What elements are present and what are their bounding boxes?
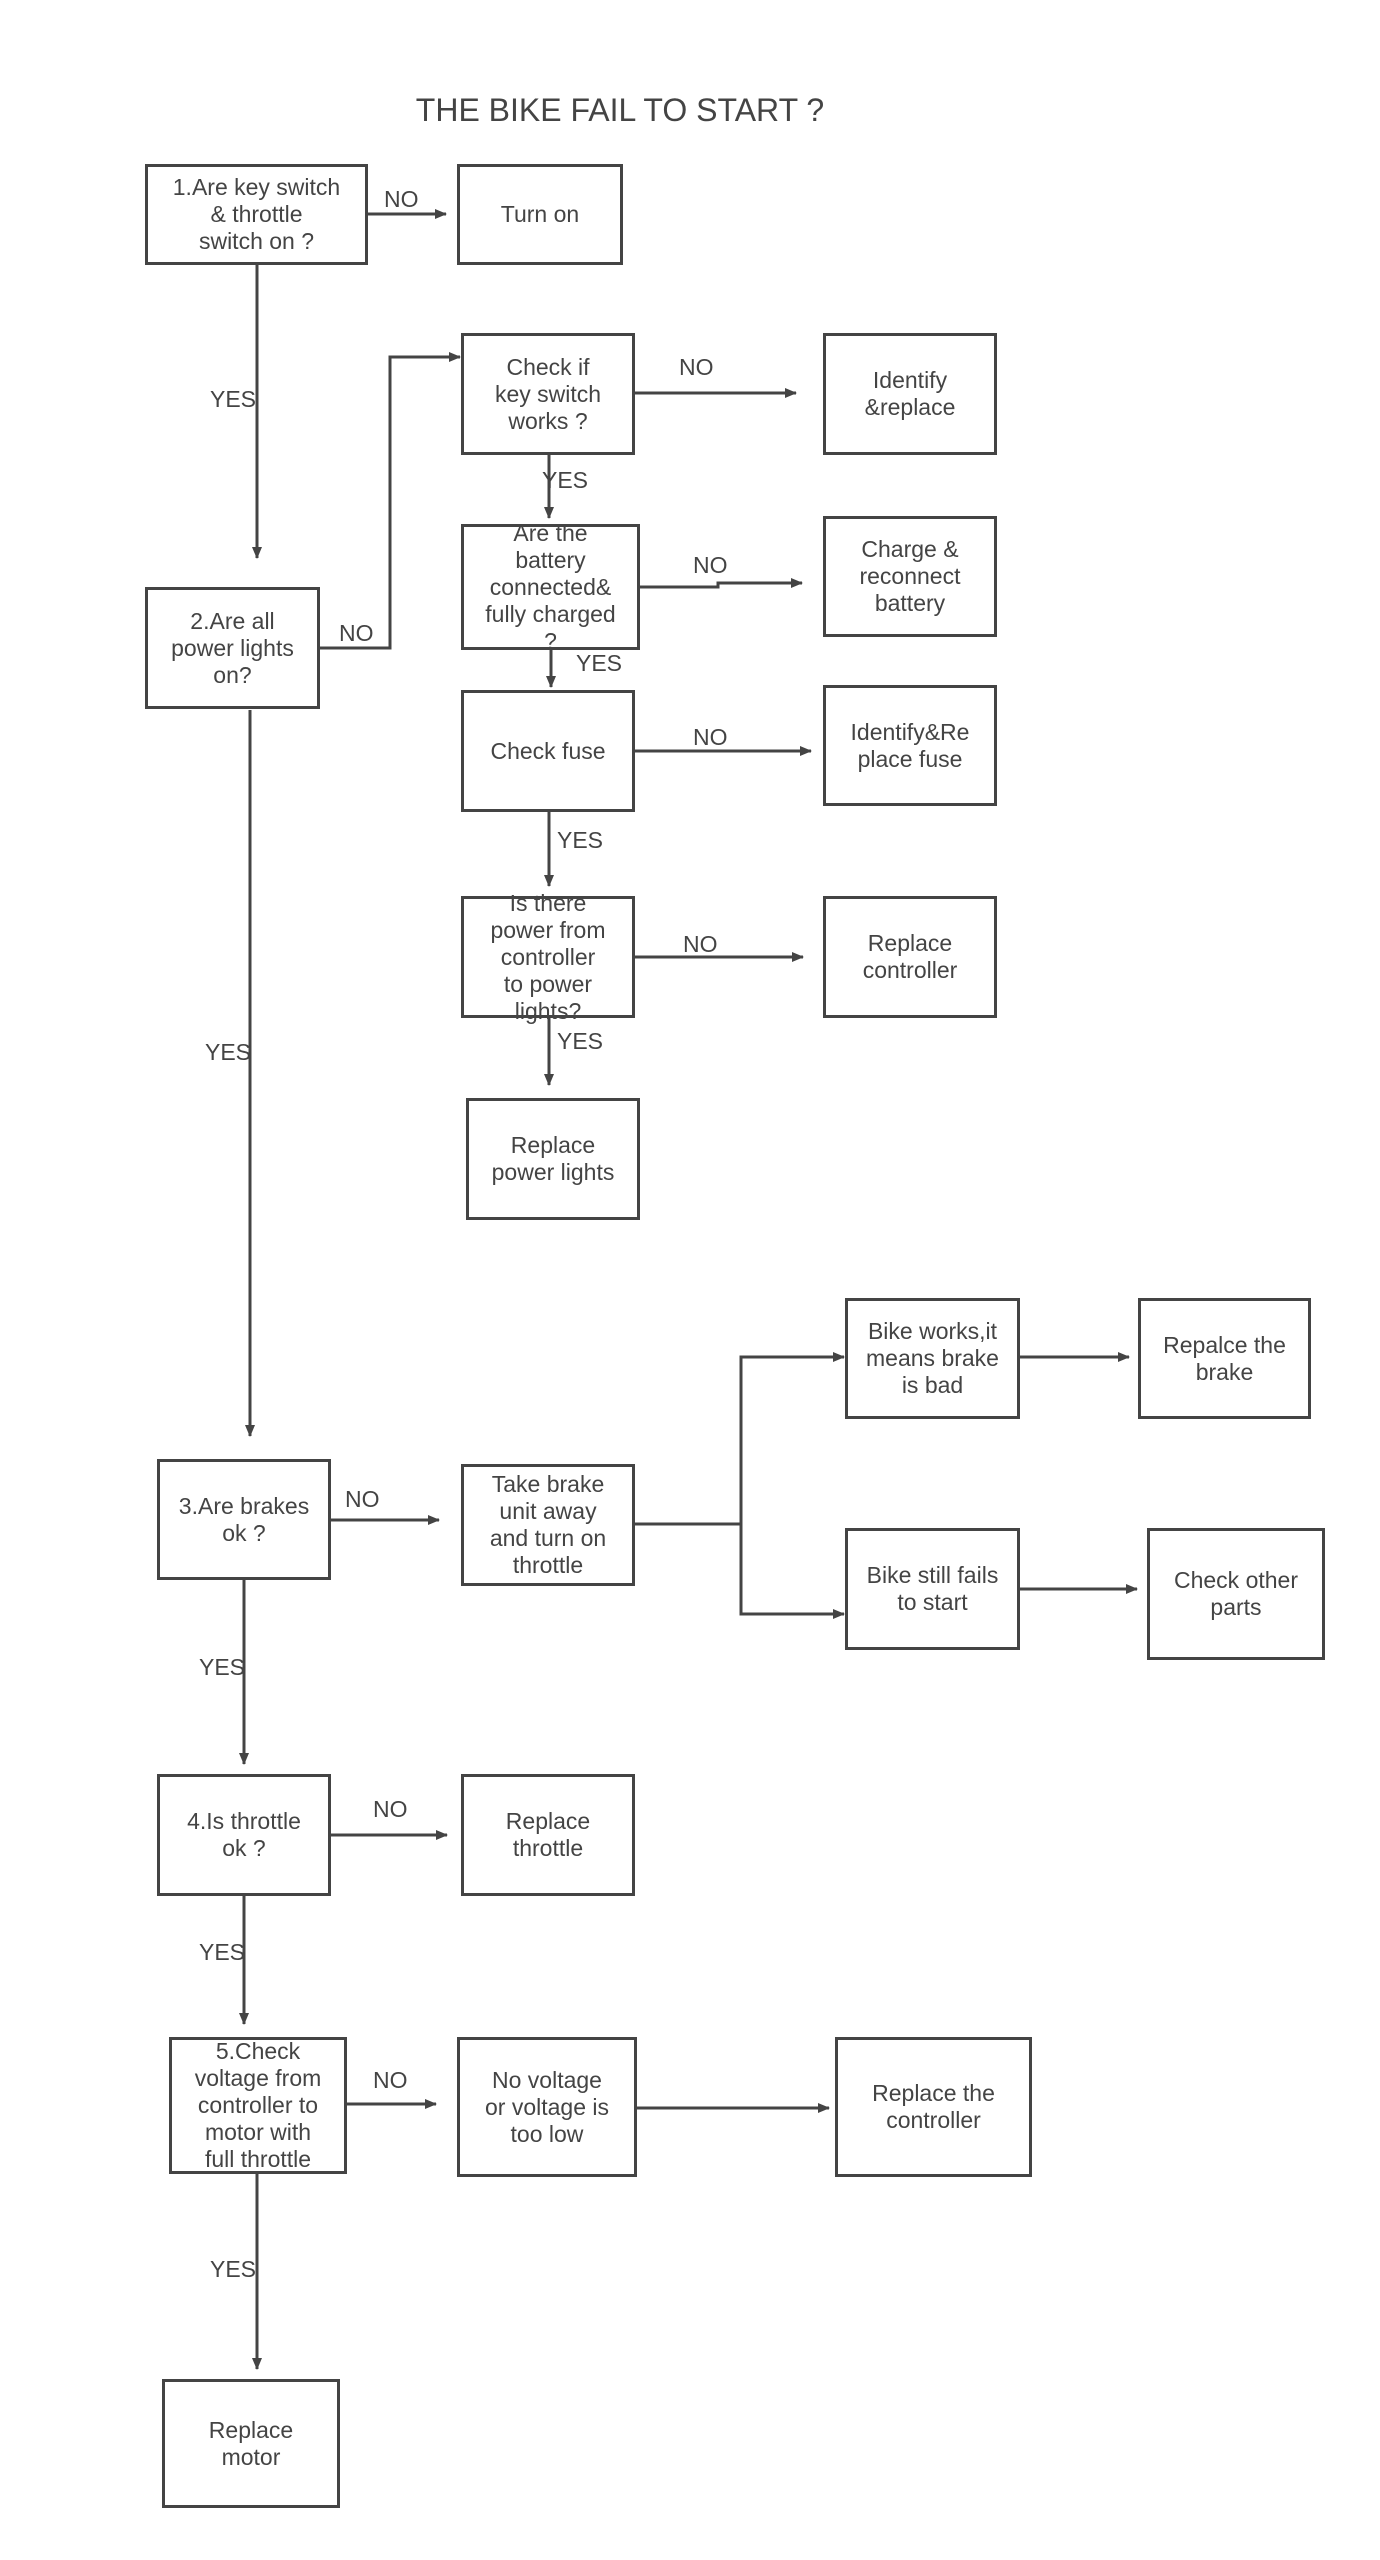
- node-replace-brake: Repalce the brake: [1138, 1298, 1311, 1419]
- node-take-brake-away: Take brake unit away and turn on throttl…: [461, 1464, 635, 1586]
- node-replace-controller-1: Replace controller: [823, 896, 997, 1018]
- node-q3-brakes: 3.Are brakes ok ?: [157, 1459, 331, 1580]
- label-powerctrl-yes: YES: [557, 1028, 604, 1054]
- node-identify-replace: Identify &replace: [823, 333, 997, 455]
- label-q3-yes: YES: [199, 1654, 246, 1680]
- label-q4-yes: YES: [199, 1939, 246, 1965]
- node-check-other-parts: Check other parts: [1147, 1528, 1325, 1660]
- edge-brake-split-up: [635, 1352, 845, 1526]
- label-q5-yes: YES: [210, 2256, 257, 2282]
- node-replace-motor: Replace motor: [162, 2379, 340, 2508]
- label-q3-no: NO: [345, 1486, 380, 1512]
- node-battery-charged: Are the battery connected& fully charged…: [461, 520, 640, 654]
- edge-battery-no: [640, 578, 803, 589]
- label-q2-no: NO: [339, 620, 374, 646]
- node-replace-fuse: Identify&Re place fuse: [823, 685, 997, 806]
- node-bike-works: Bike works,it means brake is bad: [845, 1298, 1020, 1419]
- label-q1-yes: YES: [210, 386, 257, 412]
- node-power-from-controller: Is there power from controller to power …: [461, 890, 635, 1024]
- node-q1-key-throttle-on: 1.Are key switch & throttle switch on ?: [145, 164, 368, 265]
- label-q1-no: NO: [384, 186, 419, 212]
- label-checkkey-no: NO: [679, 354, 714, 380]
- node-check-fuse: Check fuse: [461, 690, 635, 812]
- node-q2-power-lights: 2.Are all power lights on?: [145, 587, 320, 709]
- label-powerctrl-no: NO: [683, 931, 718, 957]
- node-bike-still-fails: Bike still fails to start: [845, 1528, 1020, 1650]
- label-battery-yes: YES: [576, 650, 623, 676]
- node-replace-throttle: Replace throttle: [461, 1774, 635, 1896]
- node-q5-check-voltage: 5.Check voltage from controller to motor…: [169, 2037, 347, 2174]
- label-fuse-yes: YES: [557, 827, 604, 853]
- node-check-key-switch: Check if key switch works ?: [461, 333, 635, 455]
- label-battery-no: NO: [693, 552, 728, 578]
- label-q4-no: NO: [373, 1796, 408, 1822]
- node-replace-controller-2: Replace the controller: [835, 2037, 1032, 2177]
- label-q2-yes: YES: [205, 1039, 252, 1065]
- label-checkkey-yes: YES: [542, 467, 589, 493]
- label-q5-no: NO: [373, 2067, 408, 2093]
- node-q4-throttle: 4.Is throttle ok ?: [157, 1774, 331, 1896]
- node-charge-reconnect: Charge & reconnect battery: [823, 516, 997, 637]
- node-no-voltage: No voltage or voltage is too low: [457, 2037, 637, 2177]
- label-fuse-no: NO: [693, 724, 728, 750]
- diagram-title: THE BIKE FAIL TO START ?: [415, 92, 825, 128]
- edge-q2-no: [320, 352, 461, 650]
- node-turn-on: Turn on: [457, 164, 623, 265]
- node-replace-power-lights: Replace power lights: [466, 1098, 640, 1220]
- edge-brake-split-down: [739, 1524, 845, 1619]
